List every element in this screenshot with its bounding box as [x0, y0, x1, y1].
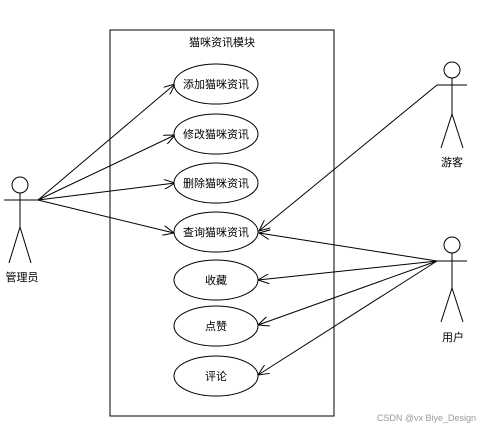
- admin-associations: [37, 84, 175, 233]
- use-case-edit: 修改猫咪资讯: [173, 113, 259, 155]
- use-case-delete: 删除猫咪资讯: [173, 162, 259, 204]
- association-admin-edit: [37, 135, 175, 201]
- use-case-comment-label: 评论: [205, 369, 227, 383]
- use-case-edit-label: 修改猫咪资讯: [183, 127, 249, 141]
- use-case-comment: 评论: [173, 355, 259, 397]
- stick-figure-guest-icon: [437, 61, 467, 149]
- actor-user: 用户: [437, 236, 467, 344]
- use-case-add-label: 添加猫咪资讯: [183, 77, 249, 91]
- use-case-delete-label: 删除猫咪资讯: [183, 176, 249, 190]
- actor-guest-label: 游客: [441, 155, 463, 169]
- association-admin-add: [37, 84, 175, 201]
- actor-admin-label: 管理员: [6, 270, 39, 284]
- system-title: 猫咪资讯模块: [189, 36, 255, 49]
- actor-user-label: 用户: [442, 330, 464, 344]
- actor-admin: 管理员: [4, 176, 39, 284]
- use-case-favorite-label: 收藏: [205, 273, 227, 287]
- use-case-like-label: 点赞: [205, 320, 227, 333]
- actor-guest: 游客: [437, 61, 467, 169]
- association-guest-query: [259, 84, 438, 231]
- association-user-comment: [258, 260, 438, 375]
- use-case-query-label: 查询猫咪资讯: [183, 225, 249, 239]
- stick-figure-admin-icon: [4, 176, 38, 264]
- association-user-query: [259, 233, 438, 262]
- use-case-query: 查询猫咪资讯: [173, 211, 259, 253]
- use-case-favorite: 收藏: [173, 259, 259, 301]
- association-admin-query: [37, 199, 174, 233]
- guest-user-associations: [258, 84, 438, 375]
- use-case-like: 点赞: [173, 305, 259, 347]
- association-admin-delete: [37, 183, 175, 201]
- use-case-add: 添加猫咪资讯: [173, 63, 259, 105]
- association-user-like: [258, 260, 438, 325]
- association-user-favorite: [258, 260, 438, 280]
- system-boundary: [109, 29, 335, 417]
- watermark: CSDN @vx Biye_Design: [377, 413, 476, 423]
- stick-figure-user-icon: [437, 236, 467, 323]
